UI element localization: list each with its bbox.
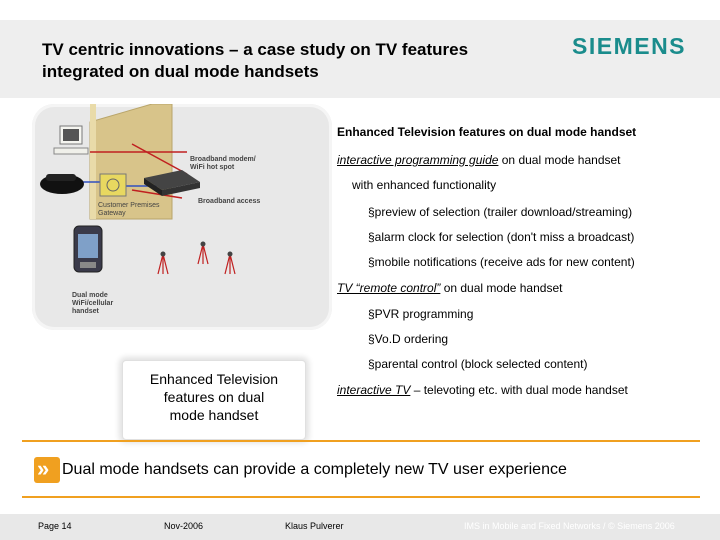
telephone-icon [40, 174, 84, 194]
callout-line: Enhanced Television [123, 370, 305, 388]
computer-icon [54, 126, 88, 154]
item-text: on dual mode handset [440, 281, 562, 295]
item-sub-text: with enhanced functionality [352, 178, 496, 192]
remote-control-link[interactable]: TV “remote control” [337, 281, 440, 295]
bullet-notifications: §mobile notifications (receive ads for n… [368, 255, 635, 269]
cell-tower-icon [158, 244, 235, 274]
bullet-parental: §parental control (block selected conten… [368, 357, 587, 371]
title-line-1: TV centric innovations – a case study on… [42, 39, 562, 61]
item-interactive-tv: interactive TV – televoting etc. with du… [337, 383, 628, 397]
label-line: Dual mode [72, 292, 113, 300]
content-heading: Enhanced Television features on dual mod… [337, 125, 636, 139]
callout-line: mode handset [123, 406, 305, 424]
footer-copyright: IMS in Mobile and Fixed Networks / © Sie… [464, 521, 675, 531]
item-programming-guide: interactive programming guide on dual mo… [337, 153, 621, 167]
banner-text: Dual mode handsets can provide a complet… [62, 461, 567, 479]
label-line: WiFi hot spot [190, 164, 256, 172]
bullet-pvr: §PVR programming [368, 307, 473, 321]
label-line: handset [72, 308, 113, 316]
gateway-icon [100, 174, 126, 196]
banner-bottom-rule [22, 496, 700, 498]
label-line: Customer Premises [98, 202, 159, 210]
broadband-access-label: Broadband access [198, 198, 260, 206]
network-illustration: Broadband modem/ WiFi hot spot Broadband… [32, 104, 332, 330]
label-line: Gateway [98, 210, 159, 218]
item-remote-control: TV “remote control” on dual mode handset [337, 281, 562, 295]
item-text: on dual mode handset [498, 153, 620, 167]
chevron-glyph: » [37, 456, 49, 482]
slide-title: TV centric innovations – a case study on… [42, 39, 562, 83]
broadband-modem-label: Broadband modem/ WiFi hot spot [190, 156, 256, 172]
footer-author: Klaus Pulverer [285, 521, 344, 531]
callout-text: Enhanced Television features on dual mod… [123, 370, 305, 424]
footer-page: Page 14 [38, 521, 72, 531]
programming-guide-link[interactable]: interactive programming guide [337, 153, 498, 167]
banner-top-rule [22, 440, 700, 442]
item-text: – televoting etc. with dual mode handset [410, 383, 627, 397]
callout-line: features on dual [123, 388, 305, 406]
bullet-preview: §preview of selection (trailer download/… [368, 205, 632, 219]
bullet-alarm: §alarm clock for selection (don't miss a… [368, 230, 634, 244]
footer-date: Nov-2006 [164, 521, 203, 531]
dual-mode-label: Dual mode WiFi/cellular handset [72, 292, 113, 316]
interactive-tv-link[interactable]: interactive TV [337, 383, 410, 397]
customer-premises-label: Customer Premises Gateway [98, 202, 159, 218]
siemens-logo: SIEMENS [572, 33, 686, 60]
label-line: WiFi/cellular [72, 300, 113, 308]
callout-box: Enhanced Television features on dual mod… [122, 360, 306, 440]
bullet-vod: §Vo.D ordering [368, 332, 448, 346]
title-line-2: integrated on dual mode handsets [42, 61, 562, 83]
chevron-icon: » [34, 457, 60, 483]
pda-handset-icon [74, 226, 102, 272]
label-line: Broadband modem/ [190, 156, 256, 164]
